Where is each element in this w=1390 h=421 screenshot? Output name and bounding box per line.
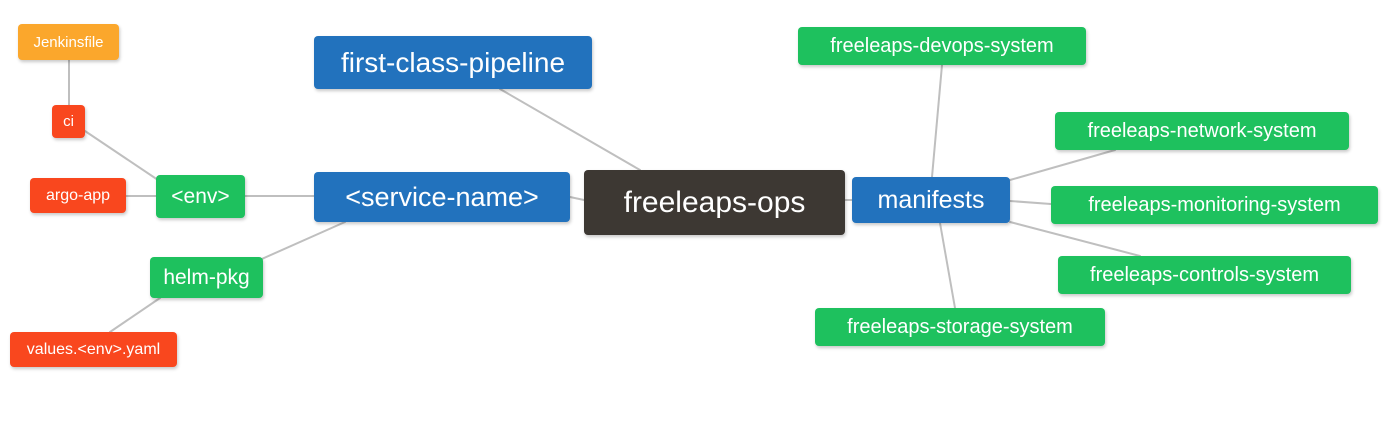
edge-e-manifests-devops bbox=[931, 64, 943, 178]
edge-e-manifests-network bbox=[1009, 149, 1116, 181]
edge-e-pipeline-ops bbox=[499, 88, 641, 171]
mindmap-node-freeleaps-ops[interactable]: freeleaps-ops bbox=[584, 170, 845, 235]
edge-e-manifests-storage bbox=[939, 222, 956, 309]
mindmap-node-argo-app[interactable]: argo-app bbox=[30, 178, 126, 213]
mindmap-node-ci[interactable]: ci bbox=[52, 105, 85, 138]
mindmap-node-helm-pkg[interactable]: helm-pkg bbox=[150, 257, 263, 298]
mindmap-node-freeleaps-devops-system[interactable]: freeleaps-devops-system bbox=[798, 27, 1086, 65]
mindmap-node-freeleaps-storage-system[interactable]: freeleaps-storage-system bbox=[815, 308, 1105, 346]
edge-e-helm-service bbox=[254, 221, 346, 263]
edge-e-service-ops bbox=[569, 196, 585, 201]
mindmap-node-freeleaps-network-system[interactable]: freeleaps-network-system bbox=[1055, 112, 1349, 150]
mindmap-node-manifests[interactable]: manifests bbox=[852, 177, 1010, 223]
mindmap-node-values-yaml[interactable]: values.<env>.yaml bbox=[10, 332, 177, 367]
edge-e-manifests-monitoring bbox=[1009, 200, 1052, 205]
edge-e-ci-env bbox=[84, 130, 159, 181]
edge-e-manifests-controls bbox=[1009, 221, 1141, 257]
mindmap-node-jenkinsfile[interactable]: Jenkinsfile bbox=[18, 24, 119, 60]
edge-e-helm-values bbox=[109, 297, 161, 333]
mindmap-node-first-class-pipeline[interactable]: first-class-pipeline bbox=[314, 36, 592, 89]
mindmap-node-freeleaps-monitoring-system[interactable]: freeleaps-monitoring-system bbox=[1051, 186, 1378, 224]
mindmap-node-service-name[interactable]: <service-name> bbox=[314, 172, 570, 222]
mindmap-node-env[interactable]: <env> bbox=[156, 175, 245, 218]
mindmap-node-freeleaps-controls-system[interactable]: freeleaps-controls-system bbox=[1058, 256, 1351, 294]
